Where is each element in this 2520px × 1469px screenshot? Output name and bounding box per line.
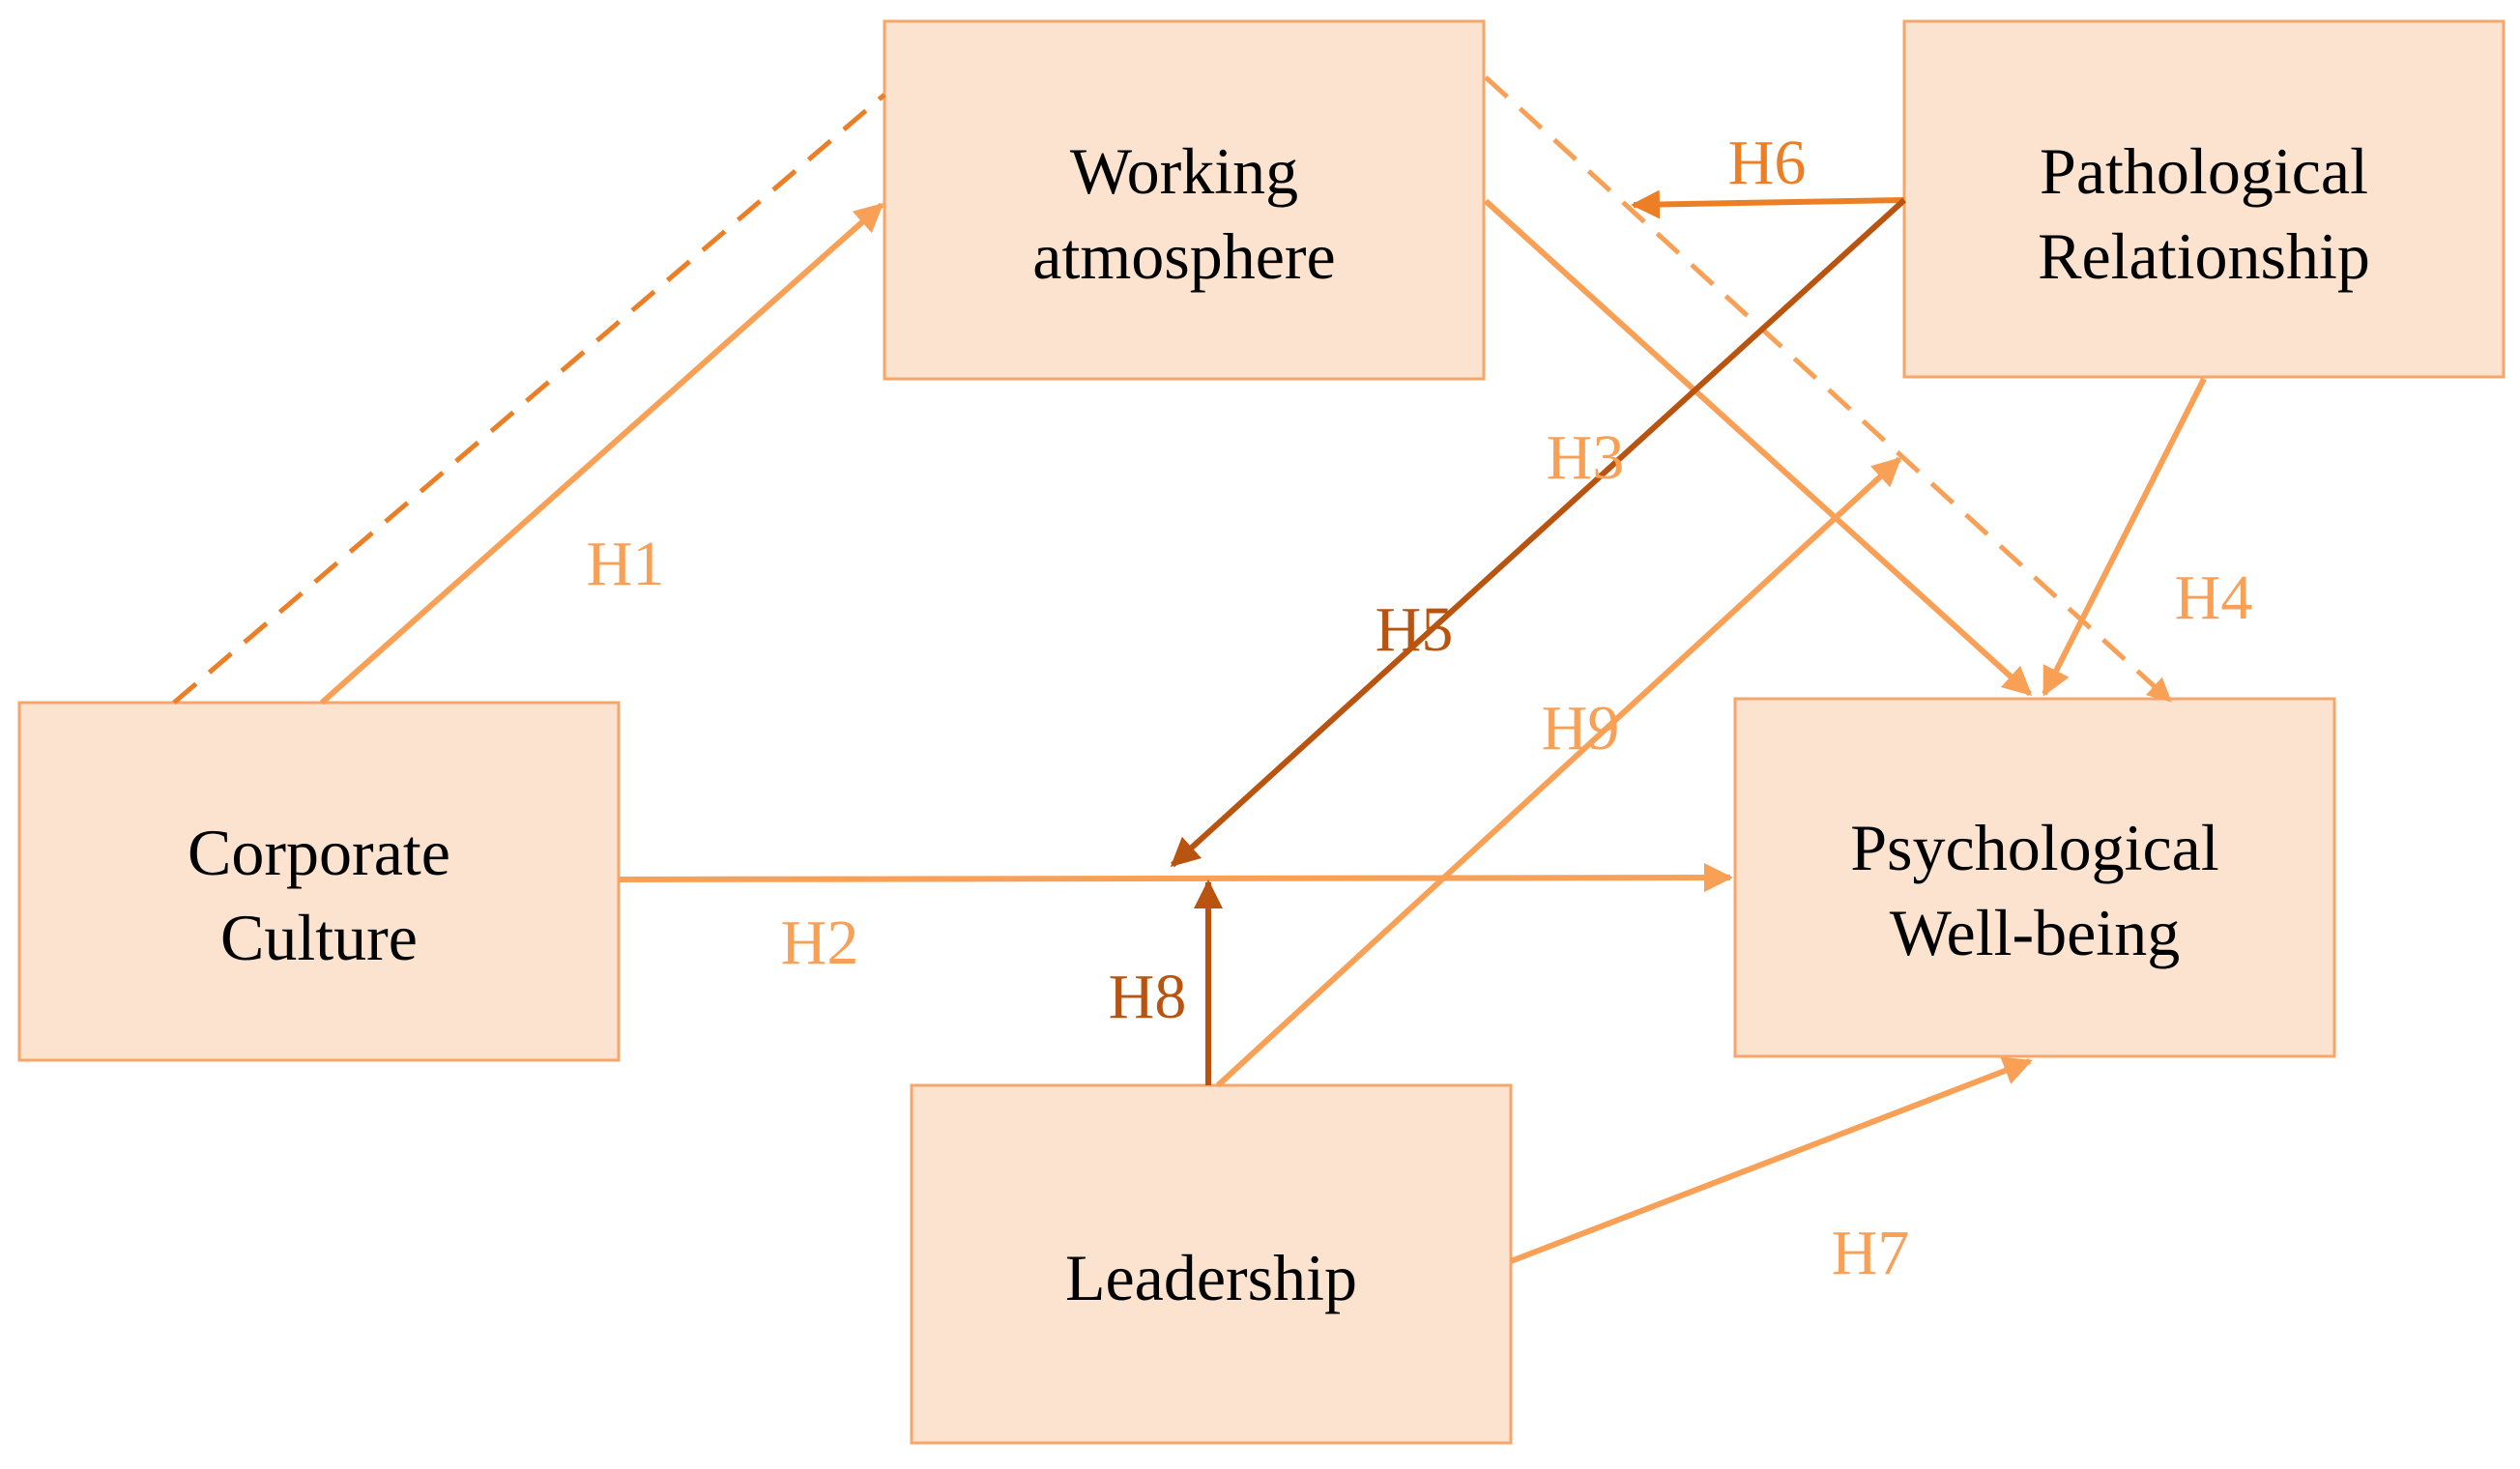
edge-label-h7: H7 (1832, 1218, 1910, 1288)
edge-label-h6: H6 (1728, 128, 1807, 198)
edge-h6 (1631, 189, 1905, 219)
node-label-line1: Pathological (2040, 134, 2368, 208)
node-box (910, 1083, 1513, 1445)
edge-label-h9: H9 (1542, 693, 1620, 763)
node-psychological-wellbeing: Psychological Well-being (1733, 697, 2336, 1058)
edge-h4 (2042, 377, 2207, 697)
edge-dashed-atmosphere-wellbeing (1484, 75, 2172, 703)
edge-label-h3: H3 (1547, 422, 1625, 493)
node-label-line1: Psychological (1850, 811, 2219, 884)
node-label-line2: atmosphere (1032, 219, 1335, 293)
node-label-line2: Culture (220, 901, 418, 974)
edge-label-h1: H1 (587, 529, 665, 599)
edge-dashed-culture-atmosphere (172, 93, 886, 705)
edge-label-h4: H4 (2175, 562, 2253, 633)
edge-h7 (1509, 1056, 2033, 1264)
edge-label-h5: H5 (1376, 594, 1454, 665)
node-working-atmosphere: Working atmosphere (883, 19, 1486, 381)
node-leadership: Leadership (910, 1083, 1513, 1445)
node-label-line1: Corporate (188, 816, 450, 889)
node-label-line1: Leadership (1065, 1241, 1357, 1314)
node-box (17, 701, 621, 1062)
node-label-line1: Working (1070, 134, 1298, 208)
node-label-line2: Well-being (1890, 896, 2180, 969)
node-box (883, 19, 1486, 381)
edge-label-h2: H2 (781, 907, 859, 978)
edge-h9 (1215, 456, 1902, 1088)
edge-label-h8: H8 (1109, 962, 1187, 1032)
edge-h3 (1483, 198, 2033, 697)
edge-h1 (320, 202, 884, 706)
node-corporate-culture: Corporate Culture (17, 701, 621, 1062)
node-label-line2: Relationship (2038, 219, 2370, 293)
edge-h2 (618, 863, 1733, 893)
edge-h5 (1170, 197, 1907, 868)
node-pathological-relationship: Pathological Relationship (1902, 19, 2506, 379)
node-box (1733, 697, 2336, 1058)
node-box (1902, 19, 2506, 379)
